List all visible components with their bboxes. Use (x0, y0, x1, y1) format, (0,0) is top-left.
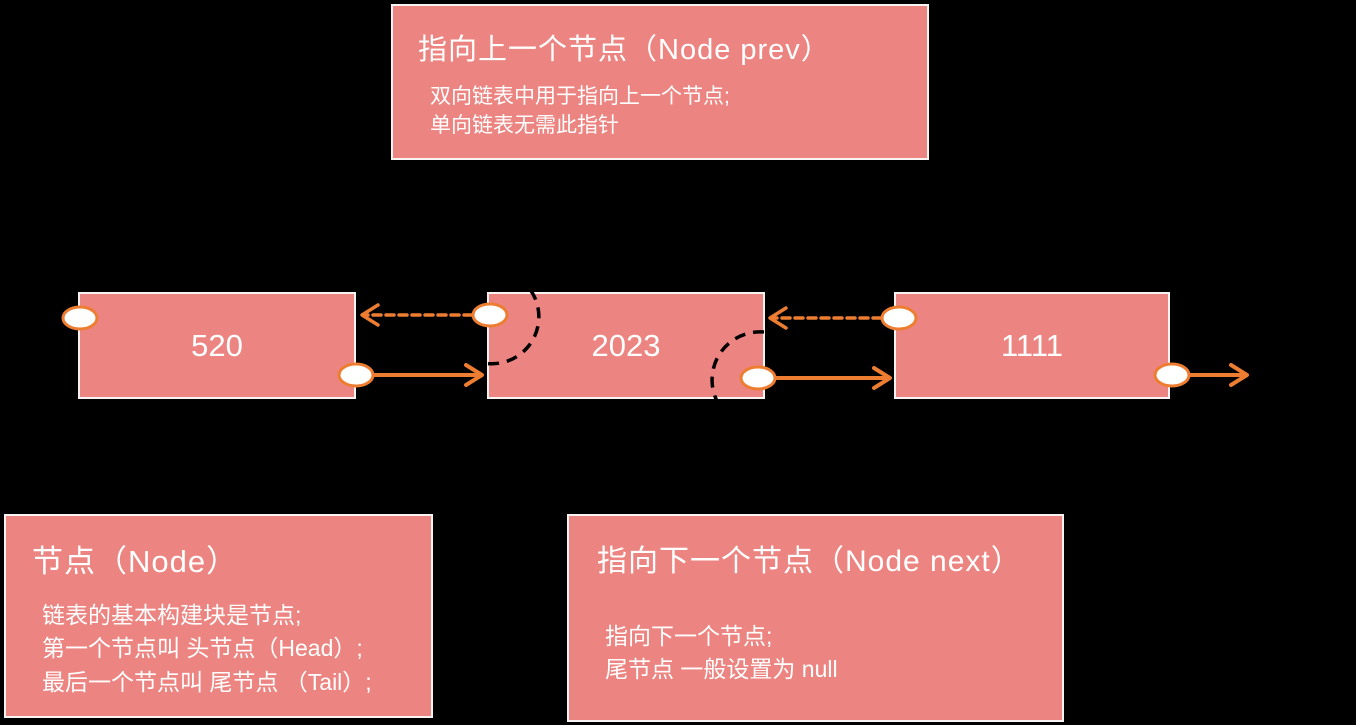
prev-arrowhead-icon (360, 303, 380, 327)
callout-node-prev-title: 指向上一个节点（Node prev） (418, 34, 831, 66)
node-value: 2023 (591, 327, 661, 363)
node-value: 1111 (1000, 327, 1064, 363)
node-value: 520 (191, 327, 243, 363)
callout-node-next-title: 指向下一个节点（Node next） (597, 545, 1022, 578)
callout-node-body: 链表的基本构建块是节点; 第一个节点叫 头节点（Head）; 最后一个节点叫 尾… (32, 599, 431, 699)
next-arrowhead-icon (464, 363, 484, 387)
list-node-tail: 1111 (894, 292, 1170, 399)
prev-arrowhead-icon (768, 306, 788, 330)
callout-line: 链表的基本构建块是节点; (42, 602, 302, 628)
next-arrowhead-icon (872, 366, 892, 390)
callout-line: 尾节点 一般设置为 null (605, 656, 838, 683)
callout-line: 单向链表无需此指针 (430, 114, 619, 138)
callout-node-next: 指向下一个节点（Node next） 指向下一个节点; 尾节点 一般设置为 nu… (567, 514, 1064, 722)
callout-node-title: 节点（Node） (32, 544, 239, 579)
list-node-middle: 2023 (487, 292, 765, 399)
callout-node: 节点（Node） 链表的基本构建块是节点; 第一个节点叫 头节点（Head）; … (4, 514, 433, 718)
callout-line: 双向链表中用于指向上一个节点; (430, 85, 730, 108)
callout-node-prev: 指向上一个节点（Node prev） 双向链表中用于指向上一个节点; 单向链表无… (391, 4, 929, 160)
callout-node-next-body: 指向下一个节点; 尾节点 一般设置为 null (597, 620, 1062, 687)
callout-line: 第一个节点叫 头节点（Head）; (42, 635, 363, 662)
next-arrowhead-icon (1229, 363, 1249, 387)
callout-line: 指向下一个节点; (605, 623, 773, 649)
callout-line: 最后一个节点叫 尾节点 （Tail）; (42, 668, 372, 695)
callout-node-prev-body: 双向链表中用于指向上一个节点; 单向链表无需此指针 (418, 82, 927, 141)
list-node-head: 520 (78, 292, 356, 399)
